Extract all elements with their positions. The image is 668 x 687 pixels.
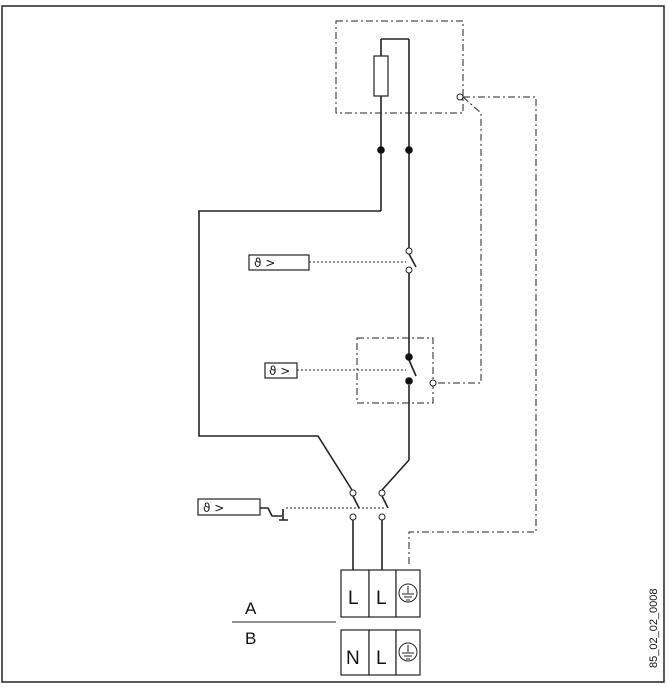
sensor-label-1: ϑ > (254, 256, 275, 270)
terminal-b-2: L (376, 648, 387, 669)
label-a: A (245, 599, 257, 618)
terminal-b-1: N (346, 648, 360, 669)
switch-pole-2 (381, 495, 389, 509)
drawing-code: 85_02_02_0008 (648, 588, 660, 668)
terminal-block-b: N L (340, 629, 421, 676)
terminal-a-2: L (376, 588, 387, 609)
manual-reset-link (260, 507, 282, 517)
protective-line-inner (436, 96, 482, 384)
wire-left-loop (198, 210, 381, 491)
heater-module-enclosure (335, 20, 464, 114)
contact-node (429, 379, 437, 387)
drawing-frame (1, 5, 665, 683)
junction-node (405, 146, 413, 154)
safety-cutout-enclosure (356, 337, 434, 404)
thermostat-sensor-3 (197, 498, 261, 516)
sensor-label-3: ϑ > (203, 501, 224, 515)
switch-contact-1 (408, 253, 417, 268)
sensor-label-2: ϑ > (269, 364, 290, 378)
terminal-a-1: L (348, 588, 359, 609)
earth-icon (398, 642, 418, 662)
contact-node (456, 93, 464, 101)
switch-pole-1 (352, 495, 360, 509)
terminal-block-a: L L (340, 569, 421, 618)
earth-icon (398, 583, 418, 603)
switch-contact-2 (408, 359, 417, 377)
heating-element-resistor (373, 55, 389, 97)
label-b: B (245, 629, 256, 648)
junction-node (377, 146, 385, 154)
protective-earth-line (408, 96, 537, 567)
